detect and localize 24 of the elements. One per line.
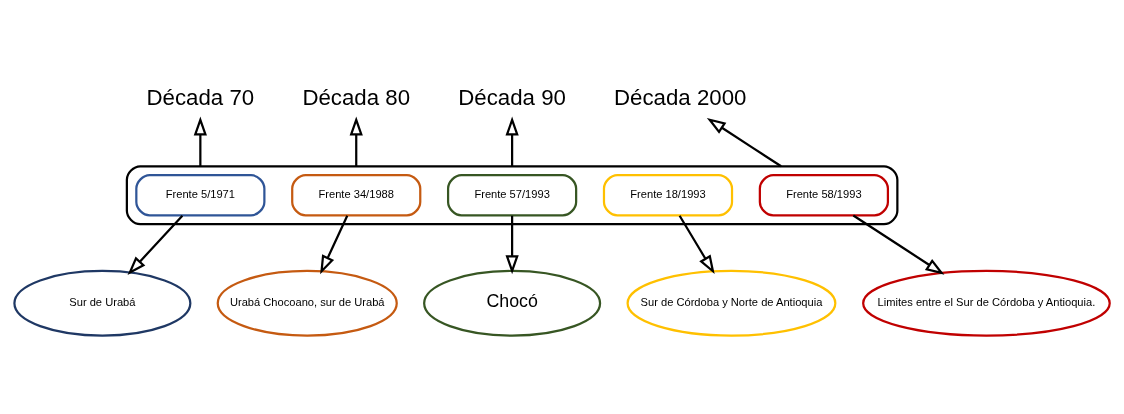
arrow xyxy=(706,117,782,167)
arrow xyxy=(127,214,184,275)
node-box: Frente 58/1993 xyxy=(758,173,890,216)
arrow xyxy=(678,214,715,274)
node-ellipse: Chocó xyxy=(423,269,602,337)
cluster xyxy=(125,164,899,225)
arrow xyxy=(320,214,349,274)
node-ellipse: Limites entre el Sur de Córdoba y Antioquia. xyxy=(862,269,1111,337)
node-text: Década 90 xyxy=(458,84,566,110)
node-box: Frente 34/1988 xyxy=(291,173,422,216)
node-ellipse: Sur de Córdoba y Norte de Antioquia xyxy=(626,269,837,337)
node-text: Década 2000 xyxy=(614,84,747,110)
arrow xyxy=(193,116,207,166)
arrow xyxy=(349,116,363,166)
node-text: Década 70 xyxy=(146,84,255,110)
node-box: Frente 18/1993 xyxy=(602,173,734,216)
arrow xyxy=(852,214,945,275)
node-ellipse: Sur de Urabá xyxy=(13,269,192,337)
node-text: Década 80 xyxy=(302,84,411,110)
arrow xyxy=(505,116,519,166)
node-box: Frente 5/1971 xyxy=(135,173,266,216)
node-box: Frente 57/1993 xyxy=(446,173,578,216)
arrow xyxy=(505,215,519,274)
node-ellipse: Urabá Chocoano, sur de Urabá xyxy=(216,269,398,337)
